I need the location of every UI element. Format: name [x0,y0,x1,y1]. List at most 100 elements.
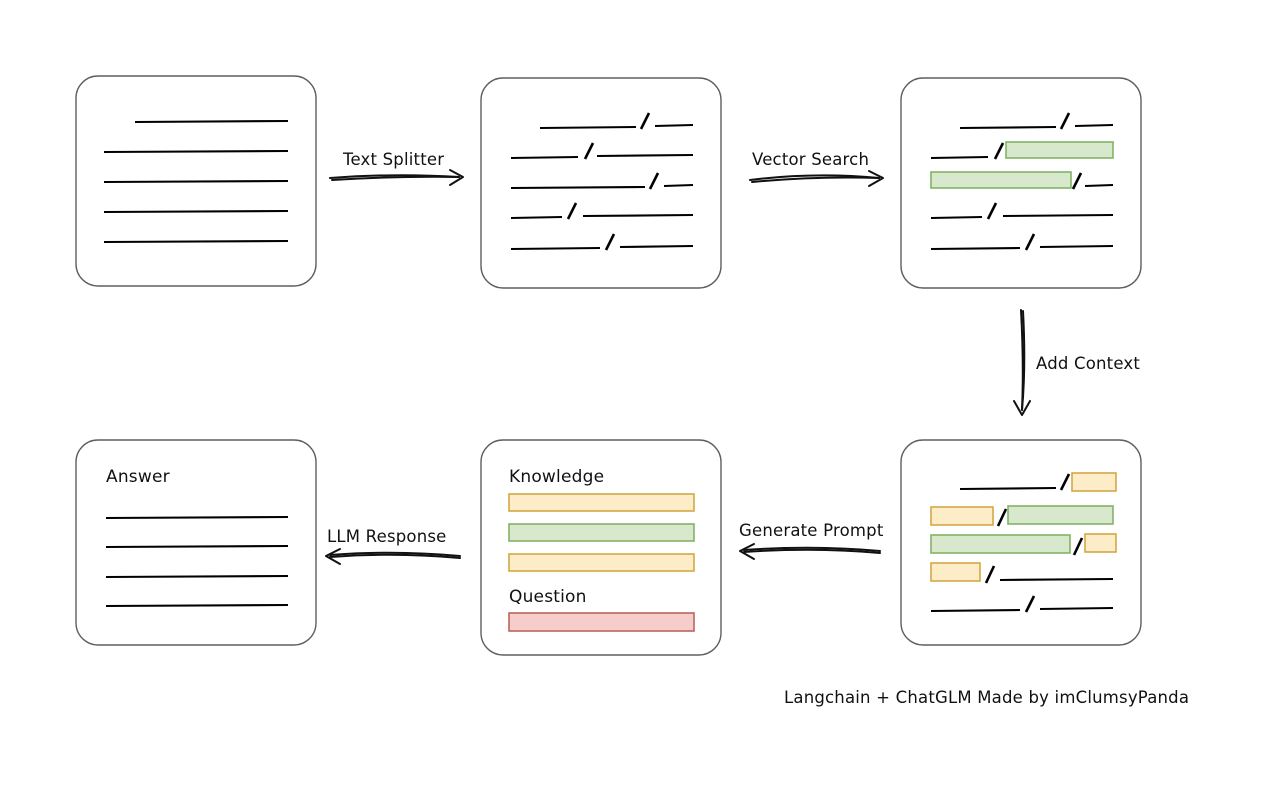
arrow-head-icon [449,169,464,186]
arrow-label-text-splitter: Text Splitter [342,150,444,169]
arrow-label-add-context: Add Context [1036,354,1140,373]
doc-segment [959,125,1057,130]
arrow-shaft [331,175,460,181]
knowledge-bar-green-1[interactable] [508,523,695,542]
doc-segment [959,486,1057,491]
chunk-row [930,595,1114,613]
chunk-row [959,112,1114,130]
answer-title: Answer [106,467,170,487]
arrow-head-icon [325,548,341,565]
highlight-green[interactable] [1007,505,1114,525]
doc-segment [663,183,694,188]
highlight-green[interactable] [930,171,1072,189]
doc-segment [510,246,601,251]
arrow-llm-response [325,548,461,565]
chunk-row [510,172,694,190]
highlight-yellow[interactable] [930,506,994,526]
slash-icon [1059,112,1071,130]
arrow-shaft [743,546,881,552]
slash-icon [583,142,595,160]
doc-line [103,149,289,154]
knowledge-bar-yellow-2[interactable] [508,553,695,572]
node-answer[interactable] [75,439,317,646]
chunk-row [959,472,1117,492]
doc-segment [510,155,579,160]
highlight-green[interactable] [1005,141,1114,159]
knowledge-label: Knowledge [509,467,604,487]
slash-icon [1071,172,1083,190]
question-bar-red-1[interactable] [508,612,695,632]
source-document-lines [103,119,289,244]
doc-line [103,179,289,184]
chunk-row [510,233,694,251]
doc-segment [1039,606,1114,611]
node-context-chunks[interactable] [900,439,1142,646]
highlight-green[interactable] [930,534,1071,554]
arrow-shaft [743,548,881,554]
doc-segment [619,244,694,249]
arrow-head-icon [1013,400,1031,416]
slash-icon [1072,537,1084,556]
slash-icon [648,172,660,190]
chunk-row [930,233,1114,251]
highlight-yellow[interactable] [930,562,981,582]
node-matched-chunks[interactable] [900,77,1142,289]
split-chunks-box[interactable] [480,77,722,289]
chunk-row [930,562,1114,584]
doc-segment [930,215,983,220]
slash-icon [566,202,578,220]
doc-line [103,209,289,214]
slash-icon [639,112,651,130]
slash-icon [984,565,996,584]
arrow-text-splitter [329,169,464,186]
doc-segment [582,213,694,218]
doc-segment [539,125,637,130]
doc-segment [930,155,989,160]
doc-segment [510,185,646,190]
doc-segment [1039,244,1114,249]
arrow-head-icon [739,543,755,560]
doc-line [134,119,289,124]
highlight-yellow[interactable] [1071,472,1117,492]
slash-icon [1024,595,1036,613]
arrow-label-vector-search: Vector Search [752,150,869,169]
answer-box[interactable] [75,439,317,646]
highlight-yellow[interactable] [1084,533,1117,553]
doc-segment [510,215,563,220]
doc-line [105,574,289,579]
node-source-document[interactable] [75,75,317,287]
slash-icon [986,202,998,220]
doc-line [105,603,289,608]
doc-segment [930,246,1021,251]
arrow-label-llm-response: LLM Response [327,527,447,546]
knowledge-bar-yellow-1[interactable] [508,493,695,512]
chunk-row [539,112,694,130]
node-split-chunks[interactable] [480,77,722,289]
question-label: Question [509,587,587,607]
doc-segment [930,608,1021,613]
doc-line [105,515,289,520]
slash-icon [604,233,616,251]
doc-segment [1002,213,1114,218]
chunk-row [930,141,1114,160]
node-prompt[interactable] [480,439,722,656]
arrow-generate-prompt [739,543,881,560]
chunk-row [510,202,694,220]
doc-segment [999,577,1114,582]
slash-icon [1059,473,1071,491]
doc-line [103,239,289,244]
arrow-shaft [329,551,461,557]
chunk-row [930,505,1114,527]
slash-icon [1024,233,1036,251]
arrow-vector-search [749,170,884,187]
doc-segment [596,153,694,158]
footer-credit: Langchain + ChatGLM Made by imClumsyPand… [784,688,1189,707]
chunk-row [930,171,1114,190]
doc-segment [1084,183,1114,188]
answer-lines [105,515,289,608]
doc-segment [1074,123,1114,128]
doc-line [105,544,289,549]
